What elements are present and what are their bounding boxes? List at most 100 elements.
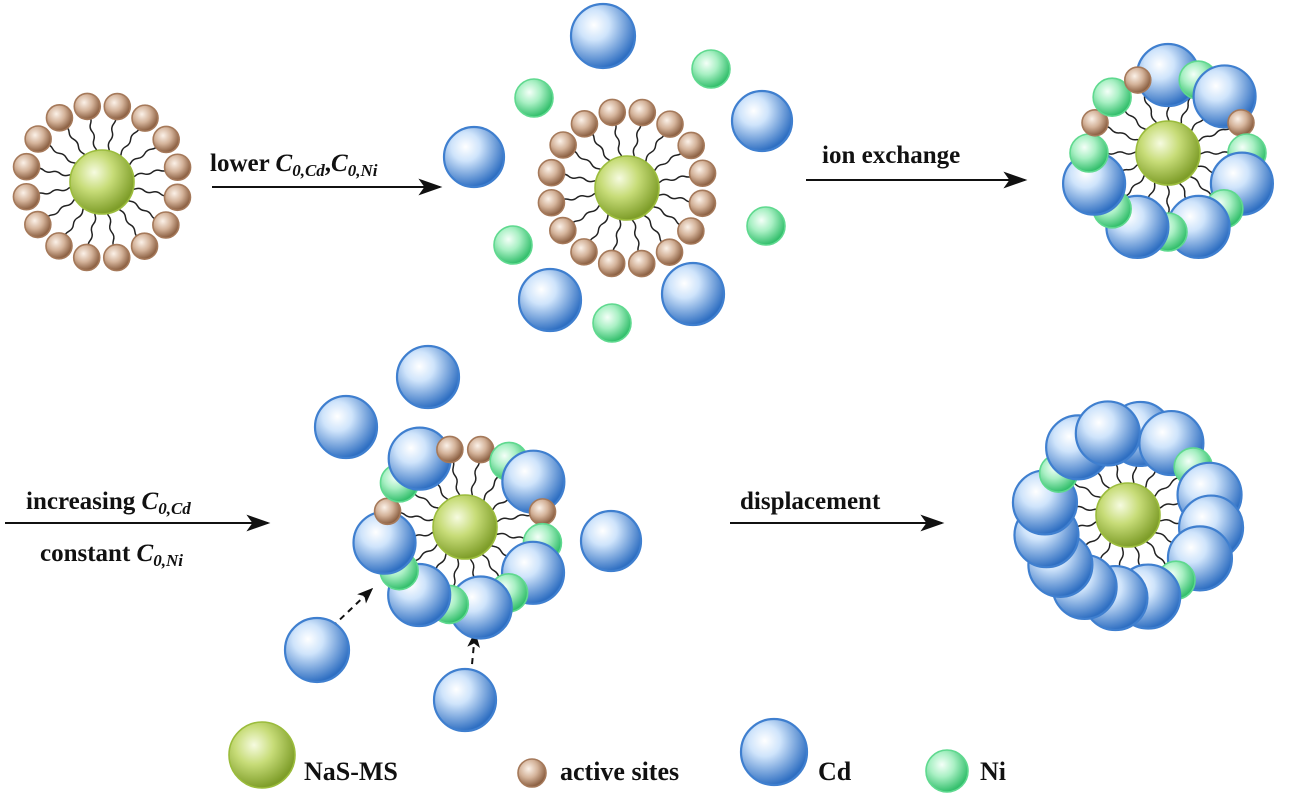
cluster1-active-site [103, 92, 132, 121]
cluster2-active-site [655, 238, 684, 266]
cluster3-core [1135, 120, 1201, 186]
step1-word: lower [210, 150, 270, 177]
cluster3-active-site [1081, 108, 1109, 137]
cluster1-active-site [12, 182, 41, 211]
cluster1-active-site [163, 153, 192, 182]
cluster3-active-site [1227, 108, 1255, 137]
cluster4-tether [469, 458, 481, 502]
cluster2-tether [613, 120, 624, 163]
cluster2-free-ni-ion [691, 49, 731, 89]
cluster2-free-ni-ion [514, 78, 554, 118]
cluster5-cd-ion [1074, 400, 1141, 467]
step3-var1: C [141, 488, 159, 515]
cluster2-tether [569, 201, 606, 226]
step4-label: displacement [740, 488, 881, 515]
cluster1-tether [127, 168, 170, 179]
cluster1-active-site [73, 92, 102, 121]
cluster2-tether [589, 130, 614, 167]
cluster1-tether [88, 114, 99, 157]
cluster1-active-site [12, 152, 41, 181]
cluster2-active-site [570, 110, 599, 138]
cluster1-tether [35, 167, 77, 178]
step1-sep: , [324, 150, 332, 177]
cluster2-active-site [677, 131, 705, 160]
cluster1-tether [44, 195, 81, 220]
cluster4-tether [396, 511, 440, 523]
step1-var1: C [275, 150, 293, 177]
cluster1-tether [106, 115, 117, 157]
cluster1-core [69, 149, 135, 215]
cluster2-active-site [688, 189, 717, 218]
cluster3-tether [1103, 125, 1145, 144]
cluster2-active-site [656, 110, 684, 138]
cluster2-active-site [627, 249, 656, 278]
cluster1-active-site [130, 232, 159, 260]
step3-var2: C [136, 540, 154, 567]
cluster1-tether [87, 207, 98, 249]
cluster4-active-site [528, 498, 557, 526]
legend-cd-label: Cd [818, 757, 852, 786]
cluster3-ni-ion [1069, 133, 1109, 173]
cluster2-core [594, 155, 660, 221]
cluster4-approaching-cd-ion [313, 394, 379, 460]
cluster1-tether [116, 125, 141, 162]
cluster3-ni-ion [1092, 77, 1132, 117]
step1-sub2: 0,Ni [347, 161, 378, 180]
cluster2-active-site [688, 159, 717, 188]
legend-core-symbol [228, 721, 296, 789]
cluster2-tether [648, 150, 685, 175]
cluster5-core [1095, 482, 1161, 548]
cluster2-tether [570, 149, 607, 174]
cluster2-tether [652, 174, 695, 185]
legend-ni-label: Ni [980, 757, 1006, 786]
legend-cd-symbol [739, 717, 809, 787]
cluster1-active-site [24, 125, 52, 153]
cluster2-active-site [598, 98, 627, 127]
dashed-arrow-1 [331, 587, 374, 628]
cluster2-active-site [570, 238, 598, 266]
cluster1-active-site [152, 211, 180, 239]
cluster1-active-site [152, 125, 180, 154]
cluster2-free-cd-ion [442, 125, 506, 189]
cluster2-active-site [537, 158, 566, 187]
cluster2-free-cd-ion [569, 2, 637, 70]
legend-ni-symbol [925, 749, 969, 793]
cluster2-tether [560, 173, 602, 184]
step3-sub2: 0,Ni [153, 551, 183, 570]
cluster1-tether [45, 143, 82, 168]
cluster2-free-ni-ion [493, 225, 533, 265]
cluster2-active-site [677, 217, 705, 245]
cluster1-active-site [24, 210, 52, 239]
cluster1-tether [123, 144, 160, 169]
cluster2-free-cd-ion [730, 89, 794, 153]
legend-site-symbol [517, 758, 547, 788]
legend-core-label: NaS-MS [304, 757, 398, 786]
step3-label-line2: constant C0,Ni [40, 540, 183, 571]
cluster1-tether [122, 196, 159, 221]
cluster1-tether [127, 186, 169, 197]
cluster1-active-site [102, 243, 131, 272]
dashed-arrow-2 [467, 631, 481, 676]
step3-label-line1: increasing C0,Cd [26, 488, 191, 519]
cluster2-tether [640, 209, 665, 246]
step1-sub1: 0,Cd [292, 161, 325, 180]
cluster1-tether [105, 207, 116, 250]
cluster4-approaching-cd-ion [395, 344, 461, 410]
cluster2-tether [588, 208, 613, 245]
step3-word1: increasing [26, 488, 136, 515]
step3-sub1: 0,Cd [158, 499, 191, 518]
cluster2-free-cd-ion [660, 261, 726, 327]
cluster2-tether [647, 202, 684, 227]
cluster1-active-site [72, 243, 101, 272]
cluster2-active-site [549, 131, 577, 159]
cluster2-free-cd-ion [517, 267, 583, 333]
cluster4-active-site [436, 435, 464, 464]
cluster1-active-site [131, 104, 159, 132]
cluster2-tether [559, 191, 602, 202]
cluster2-active-site [537, 188, 566, 217]
cluster2-tether [652, 192, 694, 203]
cluster4-tether [490, 512, 535, 524]
cluster4-tether [450, 457, 462, 502]
cluster2-tether [641, 131, 666, 168]
